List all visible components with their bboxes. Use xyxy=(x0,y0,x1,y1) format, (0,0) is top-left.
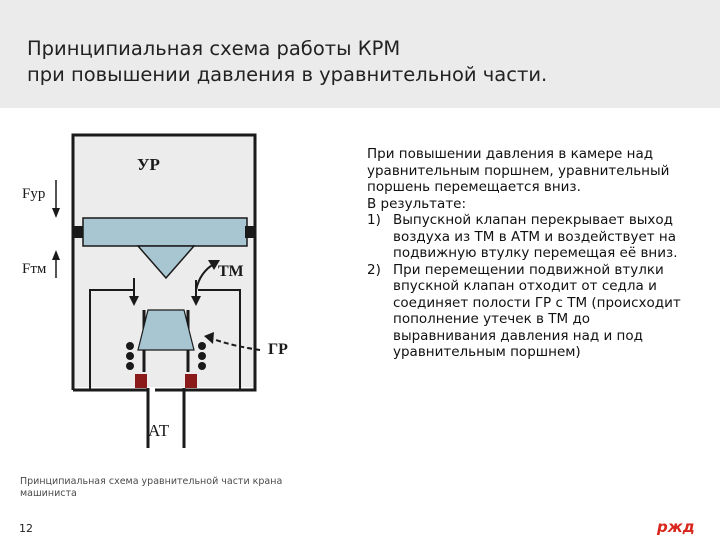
piston-seal-left xyxy=(73,226,83,238)
kran-diagram: УР ТМ ГР АТ Fур Fтм xyxy=(22,133,288,448)
at-channel xyxy=(146,388,186,448)
slide-title: Принципиальная схема работы КРМ при повы… xyxy=(27,37,548,86)
housing-outline xyxy=(71,133,257,392)
rzd-logo-text: ржд xyxy=(656,518,695,535)
list-item-number: 2) xyxy=(367,261,381,278)
page-number: 12 xyxy=(19,522,33,535)
equalizing-piston xyxy=(82,217,248,247)
right-seat xyxy=(185,374,197,388)
label-f-tm: Fтм xyxy=(22,261,47,277)
piston-seal-right xyxy=(245,226,255,238)
list-item-text: При перемещении подвижной втулки впускно… xyxy=(393,261,681,361)
list-item: 2) При перемещении подвижной втулки впус… xyxy=(367,262,697,361)
exhaust-valve xyxy=(136,245,196,280)
result-label: В результате: xyxy=(367,195,467,212)
label-ur: УР xyxy=(137,155,160,174)
f-ur-arrow xyxy=(52,180,60,218)
inlet-valve xyxy=(137,309,195,351)
left-spring xyxy=(126,342,134,370)
slide-header: Принципиальная схема работы КРМ при повы… xyxy=(0,0,720,108)
label-tm: ТМ xyxy=(218,263,244,280)
intro-paragraph: При повышении давления в камере над урав… xyxy=(367,146,670,195)
label-gr: ГР xyxy=(268,341,288,358)
gr-flow-arrow xyxy=(204,332,261,351)
inner-chamber xyxy=(89,289,241,390)
diagram-caption: Принципиальная схема уравнительной части… xyxy=(20,476,283,499)
rzd-logo: ржд xyxy=(656,518,695,535)
label-f-ur: Fур xyxy=(22,186,45,202)
list-item-text: Выпускной клапан перекрывает выход возду… xyxy=(393,212,678,261)
label-at: АТ xyxy=(148,421,170,440)
list-item: 1) Выпускной клапан перекрывает выход во… xyxy=(367,212,697,262)
right-spring xyxy=(198,342,206,370)
left-seat xyxy=(135,374,147,388)
flow-arrow-left xyxy=(129,278,139,306)
f-tm-arrow xyxy=(52,250,60,278)
list-item-number: 1) xyxy=(367,212,381,228)
explanation-text: При повышении давления в камере над урав… xyxy=(367,146,697,361)
tm-flow-arrow xyxy=(195,260,220,291)
